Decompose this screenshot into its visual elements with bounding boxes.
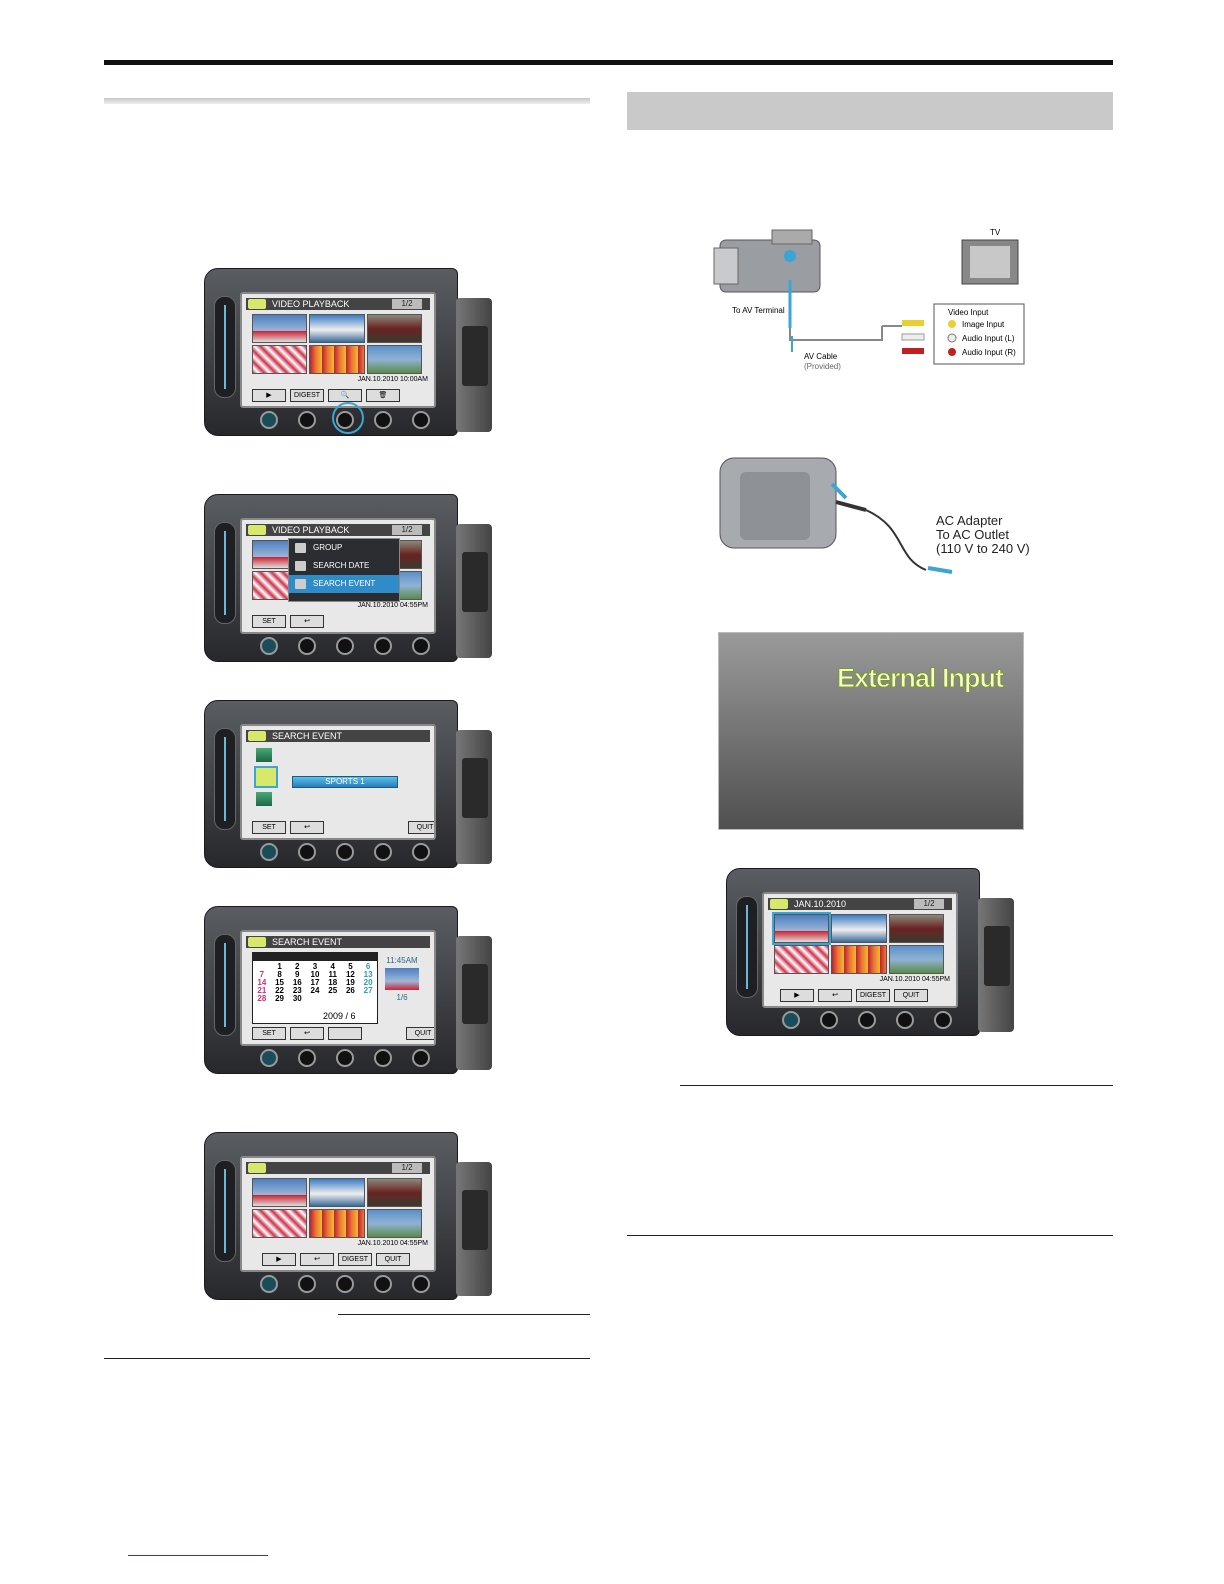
event-label[interactable]: SPORTS 1 [292,776,398,788]
set-button[interactable]: SET [252,821,286,834]
camera-lcd-playback-index: JAN.10.2010 1/2 JAN.10.2010 04:55PM ▶ ↩ DIG… [726,868,1022,1036]
header-rule [104,60,1113,65]
voltage-label: (110 V to 240 V) [936,541,1030,556]
menu-item-search-date[interactable]: SEARCH DATE [289,557,399,575]
date-label: JAN.10.2010 04:55PM [879,976,950,983]
page-indicator: 1/2 [392,1163,422,1173]
note-rule-right [680,1085,1113,1086]
play-button[interactable]: ▶ [262,1253,296,1266]
tv-label: TV [990,228,1001,237]
quit-button[interactable]: QUIT [894,989,928,1002]
camera-lcd-search-event: SEARCH EVENT SPORTS 1 SET ↩ QUIT [204,700,500,868]
menu-item-group[interactable]: GROUP [289,539,399,557]
delete-button[interactable]: 🗑 [366,389,400,402]
screen-title: JAN.10.2010 [794,899,847,909]
camera-lcd-search-menu: VIDEO PLAYBACK 1/2 GROUP SEARCH DATE SEAR… [204,494,500,662]
digest-button[interactable]: DIGEST [290,389,324,402]
audio-l-label: Audio Input (L) [962,334,1015,343]
play-button[interactable]: ▶ [780,989,814,1002]
highlight-ring [332,402,364,434]
time-label: 11:45AM [386,956,418,965]
left-section-heading-bar [104,98,590,104]
digest-button[interactable]: DIGEST [856,989,890,1002]
section-rule-right [627,1235,1113,1236]
av-connection-diagram: TV To AV Terminal AV Cable (Provided) Vi… [712,218,1032,388]
video-input-label: Video Input [948,308,989,317]
av-terminal-label: To AV Terminal [732,306,785,315]
right-section-heading-bar [627,92,1113,130]
page-indicator: 1/2 [392,525,422,535]
footer-link-underline[interactable] [128,1555,268,1556]
set-button[interactable]: SET [252,1027,286,1040]
external-input-screen: External Input [718,632,1024,830]
search-button[interactable]: 🔍 [328,389,362,402]
ac-adapter-label: AC Adapter [936,513,1003,528]
back-button[interactable]: ↩ [300,1253,334,1266]
quit-button[interactable]: QUIT [406,1027,434,1040]
provided-label: (Provided) [804,362,841,371]
ac-outlet-label: To AC Outlet [936,527,1009,542]
search-menu: GROUP SEARCH DATE SEARCH EVENT [288,538,400,602]
note-rule [338,1314,590,1315]
date-label: JAN.10.2010 04:55PM [357,1240,428,1247]
date-label: JAN.10.2010 10:00AM [357,376,428,383]
back-button[interactable]: ↩ [290,615,324,628]
quit-button[interactable]: QUIT [376,1253,410,1266]
page-indicator: 1/2 [392,299,422,309]
thumbnail-grid [252,314,422,374]
digest-button[interactable]: DIGEST [338,1253,372,1266]
back-button[interactable]: ↩ [818,989,852,1002]
section-rule-left [104,1358,590,1359]
mode-button[interactable] [328,1027,362,1040]
video-mode-icon [248,299,266,309]
play-button[interactable]: ▶ [252,389,286,402]
screen-title: VIDEO PLAYBACK [272,525,350,535]
screen-title: SEARCH EVENT [272,937,343,947]
back-button[interactable]: ↩ [290,821,324,834]
camera-lcd-video-playback: VIDEO PLAYBACK 1/2 JAN.10.2010 10:00AM ▶ D… [204,268,500,436]
audio-r-label: Audio Input (R) [962,348,1016,357]
screen-title: VIDEO PLAYBACK [272,299,350,309]
month-label: 2009 / 6 [323,1011,356,1021]
set-button[interactable]: SET [252,615,286,628]
menu-item-search-event[interactable]: SEARCH EVENT [289,575,399,593]
page-indicator: 1/2 [914,899,944,909]
image-input-label: Image Input [962,320,1005,329]
av-cable-label: AV Cable [804,352,838,361]
count-label: 1/6 [396,993,408,1002]
back-button[interactable]: ↩ [290,1027,324,1040]
date-label: JAN.10.2010 04:55PM [357,602,428,609]
screen-title: SEARCH EVENT [272,731,343,741]
external-input-title: External Input [836,663,1004,694]
ac-adapter-diagram: AC Adapter To AC Outlet (110 V to 240 V) [716,448,1036,584]
quit-button[interactable]: QUIT [408,821,434,834]
camera-lcd-results: 1/2 JAN.10.2010 04:55PM ▶ ↩ DIGEST QUIT [204,1132,500,1300]
